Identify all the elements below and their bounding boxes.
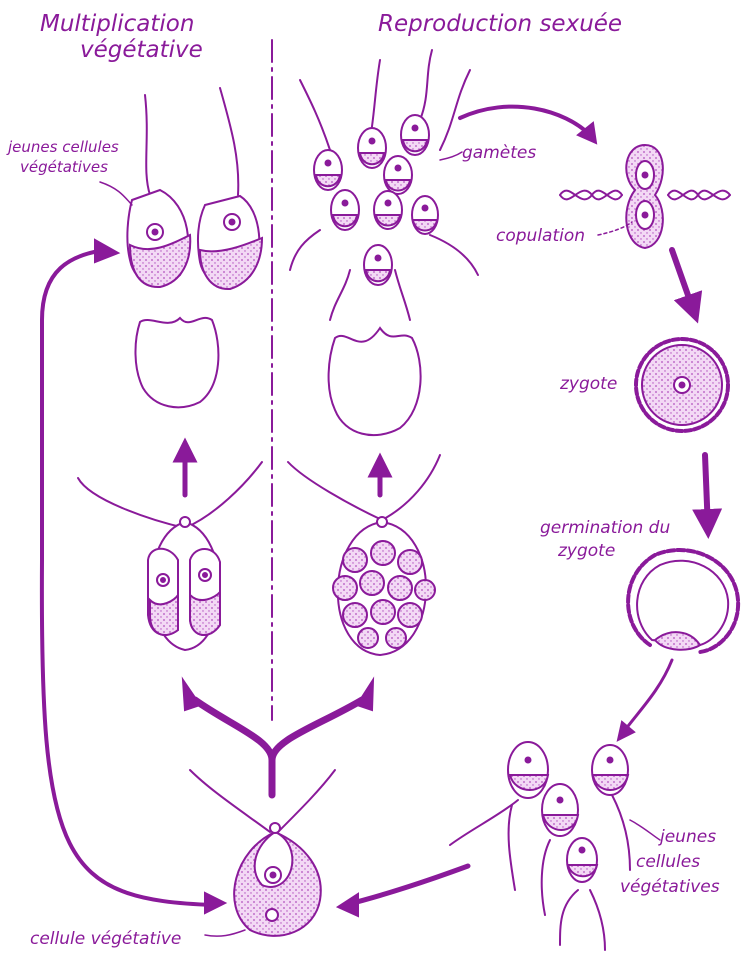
arrow-to-germination — [705, 455, 708, 530]
copulating-gametes — [560, 145, 730, 248]
young-cells-top-line1: jeunes cellules — [8, 138, 119, 156]
empty-cell-wall-left — [135, 318, 218, 407]
germination-label-line1: germination du — [540, 518, 670, 538]
young-cells-bottom-line2: cellules — [636, 852, 700, 872]
vegetative-cell-bottom — [190, 770, 335, 936]
dividing-cell-gametes — [288, 455, 440, 655]
germination-label-line2: zygote — [558, 541, 615, 561]
young-cells-top-line2: végétatives — [20, 158, 108, 176]
empty-cell-wall-right — [329, 328, 421, 435]
zygote-label: zygote — [560, 374, 617, 394]
arrow-to-copulation — [460, 107, 590, 135]
gametes-label: gamètes — [462, 143, 536, 163]
split-arrow — [195, 700, 362, 795]
vegetative-title-line1: Multiplication — [40, 12, 194, 36]
young-vegetative-cells-top — [100, 88, 262, 289]
arrow-to-zygote — [672, 250, 695, 315]
young-cells-bottom-line1: jeunes — [660, 827, 716, 847]
vegetative-cell-label: cellule végétative — [30, 929, 181, 949]
arrow-to-vegetative-cell — [345, 866, 468, 905]
sexual-title: Reproduction sexuée — [378, 12, 622, 36]
vegetative-title-line2: végétative — [80, 38, 203, 62]
young-cells-bottom-line3: végétatives — [620, 877, 720, 897]
germinating-zygote — [628, 550, 738, 652]
young-vegetative-cells-bottom — [450, 742, 660, 950]
gametes-cluster — [290, 50, 478, 320]
dividing-cell-two — [78, 462, 262, 650]
copulation-label: copulation — [496, 226, 585, 246]
arrow-to-young-cells — [625, 660, 672, 730]
zygote — [636, 339, 728, 431]
